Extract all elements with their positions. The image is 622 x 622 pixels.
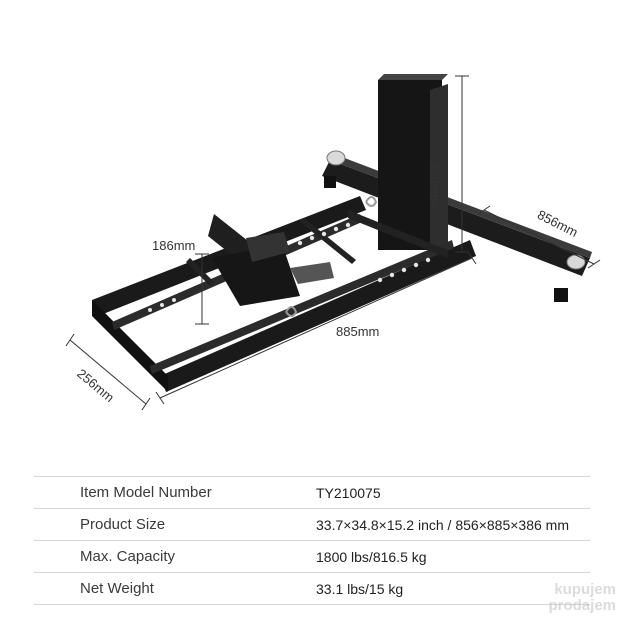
length-dimension-label: 885mm (336, 324, 380, 339)
watermark-line-1: kupujem (554, 581, 616, 598)
spec-label: Item Model Number (80, 484, 212, 501)
spec-row-capacity: Max. Capacity 1800 lbs/816.5 kg (34, 541, 590, 573)
spec-table: Item Model Number TY210075 Product Size … (34, 476, 590, 605)
height-dimension-label: 386mm (427, 162, 442, 206)
spec-label: Product Size (80, 516, 166, 533)
spec-value: TY210075 (316, 484, 381, 501)
watermark: kupujem prodajem (548, 582, 616, 614)
spec-value: 1800 lbs/816.5 kg (316, 548, 427, 565)
chock-dimension-label: 186mm (152, 238, 196, 253)
wheel-chock-stand-drawing (65, 74, 601, 411)
spec-value: 33.1 lbs/15 kg (316, 580, 404, 597)
product-illustration: 386mm 856mm 885mm 256mm 186mm (65, 74, 601, 411)
watermark-line-2: prodajem (548, 597, 616, 614)
spec-row-size: Product Size 33.7×34.8×15.2 inch / 856×8… (34, 509, 590, 541)
spec-label: Max. Capacity (80, 548, 176, 565)
spec-row-model: Item Model Number TY210075 (34, 477, 590, 509)
spec-value: 33.7×34.8×15.2 inch / 856×885×386 mm (316, 516, 569, 533)
spec-label: Net Weight (80, 580, 154, 597)
spec-row-weight: Net Weight 33.1 lbs/15 kg (34, 573, 590, 605)
